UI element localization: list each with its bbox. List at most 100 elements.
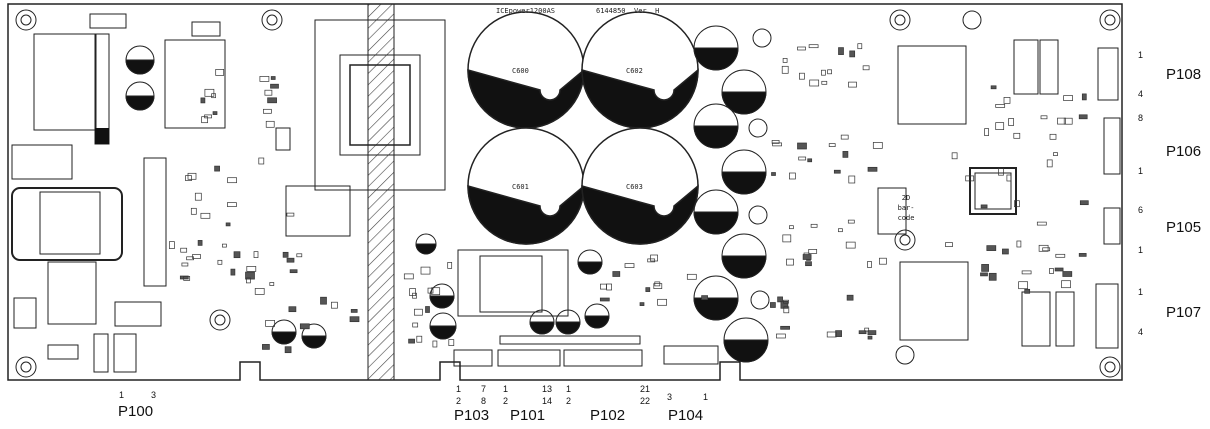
smd-part bbox=[230, 268, 236, 276]
p106-pin-8: 8 bbox=[1138, 113, 1144, 123]
smd-part bbox=[1055, 253, 1066, 258]
smd-part bbox=[412, 292, 417, 299]
smd-part bbox=[227, 177, 237, 184]
smd-part bbox=[267, 97, 277, 104]
smd-part bbox=[771, 140, 780, 144]
smd-part bbox=[845, 241, 856, 249]
connector-label-p104: P104 bbox=[668, 407, 704, 424]
smd-part bbox=[284, 346, 292, 354]
smd-part bbox=[786, 258, 794, 266]
connector-label-p102: P102 bbox=[590, 407, 626, 424]
smd-part bbox=[1081, 93, 1087, 101]
right-connectors bbox=[1095, 47, 1121, 349]
smd-part bbox=[412, 322, 419, 328]
smd-part bbox=[821, 80, 828, 85]
bottom-headers bbox=[453, 335, 719, 367]
smd-part bbox=[1008, 118, 1014, 126]
smd-part bbox=[180, 247, 188, 253]
smd-part bbox=[1057, 117, 1066, 125]
smd-part bbox=[858, 330, 867, 335]
smd-part bbox=[1013, 132, 1021, 139]
smd-part bbox=[835, 330, 842, 337]
smd-part bbox=[827, 69, 832, 75]
smd-part bbox=[965, 175, 975, 182]
isolation-strip bbox=[367, 3, 395, 381]
smd-part bbox=[805, 261, 812, 267]
smd-part bbox=[810, 223, 818, 228]
p101-pin-13: 13 bbox=[542, 384, 553, 394]
smd-part bbox=[840, 134, 849, 140]
connector-label-p106: P106 bbox=[1166, 143, 1202, 160]
smd-part bbox=[222, 243, 227, 248]
smd-part bbox=[650, 254, 658, 262]
smd-part bbox=[1036, 221, 1047, 226]
smd-part bbox=[1006, 174, 1012, 182]
smd-part bbox=[848, 81, 857, 88]
smd-part bbox=[265, 320, 275, 327]
smd-part bbox=[645, 287, 651, 292]
smd-part bbox=[872, 142, 883, 149]
p105-pin-1: 1 bbox=[1138, 245, 1144, 255]
smd-part bbox=[807, 158, 813, 163]
smd-part bbox=[258, 157, 265, 165]
p104-pin-3: 3 bbox=[667, 392, 673, 402]
smd-part bbox=[1021, 270, 1032, 275]
smd-part bbox=[797, 142, 807, 150]
smd-part bbox=[1063, 117, 1073, 125]
smd-part bbox=[212, 111, 218, 115]
smd-part bbox=[781, 65, 789, 74]
part-number: 6144850 bbox=[596, 7, 626, 15]
smd-part bbox=[296, 253, 303, 258]
smd-part bbox=[270, 83, 279, 89]
barcode-label-line-3: code bbox=[898, 214, 915, 222]
smd-part bbox=[350, 309, 358, 313]
smd-part bbox=[864, 327, 870, 332]
smd-part bbox=[1079, 200, 1089, 206]
p107-pin-1: 1 bbox=[1138, 287, 1144, 297]
smd-part bbox=[1014, 200, 1020, 208]
right-column-caps bbox=[693, 25, 769, 363]
smd-part bbox=[320, 296, 327, 305]
smd-part bbox=[808, 249, 818, 254]
smd-part bbox=[408, 338, 415, 344]
smd-part bbox=[214, 165, 220, 172]
smd-part bbox=[420, 266, 431, 275]
connector-label-p107: P107 bbox=[1166, 304, 1202, 321]
smd-part bbox=[612, 271, 621, 277]
smd-part bbox=[425, 306, 430, 313]
smd-part bbox=[780, 325, 790, 330]
p108-pin-4: 4 bbox=[1138, 89, 1144, 99]
smd-part bbox=[857, 43, 863, 50]
smd-part bbox=[1049, 268, 1054, 274]
smd-part bbox=[289, 269, 298, 274]
smd-part bbox=[647, 258, 656, 263]
smd-part bbox=[867, 261, 872, 268]
smd-part bbox=[264, 89, 273, 96]
smd-part bbox=[262, 344, 270, 350]
smd-part bbox=[849, 50, 856, 58]
cap-label-2: C601 bbox=[512, 183, 529, 191]
smd-part bbox=[447, 262, 453, 269]
connector-label-p108: P108 bbox=[1166, 66, 1202, 83]
smd-part bbox=[782, 234, 792, 243]
smd-part bbox=[1040, 115, 1048, 120]
p104-pin-1: 1 bbox=[703, 392, 709, 402]
smd-part bbox=[270, 76, 276, 80]
smd-part bbox=[995, 122, 1005, 130]
smd-part bbox=[776, 333, 786, 339]
smd-part bbox=[838, 47, 844, 55]
smd-part bbox=[867, 330, 877, 335]
smd-part bbox=[225, 222, 231, 227]
connector-label-p105: P105 bbox=[1166, 219, 1202, 236]
smd-part bbox=[1049, 133, 1057, 140]
p106-pin-1: 1 bbox=[1138, 166, 1144, 176]
smd-part bbox=[299, 323, 310, 330]
smd-part bbox=[945, 242, 953, 247]
smd-part bbox=[254, 288, 265, 295]
smd-part bbox=[204, 114, 212, 119]
smd-part bbox=[1002, 248, 1009, 255]
smd-part bbox=[1003, 97, 1011, 104]
smd-part bbox=[654, 281, 661, 287]
smd-part bbox=[701, 295, 708, 300]
smd-part bbox=[431, 287, 441, 296]
